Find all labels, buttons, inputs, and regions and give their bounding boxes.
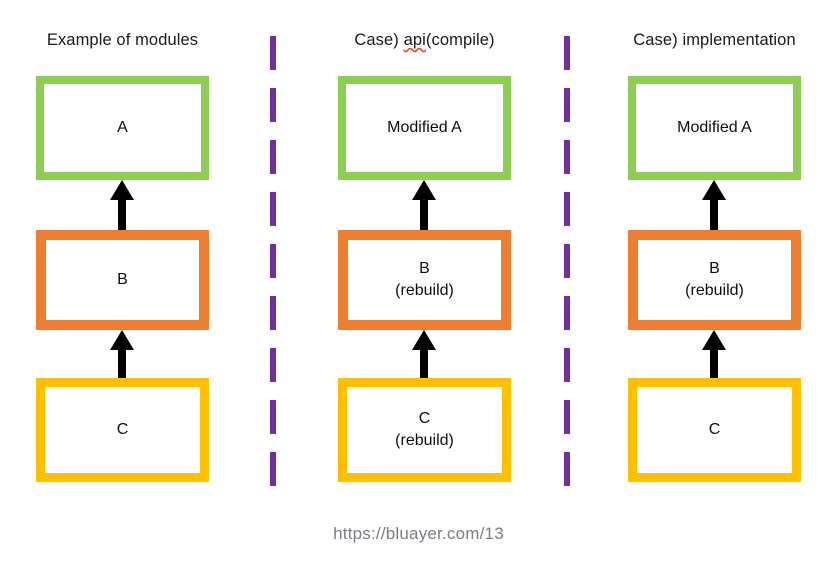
node-label-implementation-a: Modified A	[677, 119, 752, 137]
arrow-api-compile-b-to-a	[410, 180, 438, 232]
divider-1	[270, 36, 276, 486]
node-box-api-compile-b: B (rebuild)	[338, 230, 511, 330]
arrow-example-c-to-b	[108, 330, 136, 382]
arrow-api-compile-c-to-b	[410, 330, 438, 382]
arrow-implementation-c-to-b	[700, 330, 728, 382]
node-label-example-a: A	[117, 119, 128, 137]
column-header-api-compile: Case) api(compile)	[338, 32, 511, 49]
node-box-example-b: B	[36, 230, 209, 330]
arrow-example-b-to-a	[108, 180, 136, 232]
node-box-implementation-c: C	[628, 378, 801, 482]
arrow-implementation-b-to-a	[700, 180, 728, 232]
node-box-api-compile-c: C (rebuild)	[338, 378, 511, 482]
node-label-api-compile-b: B (rebuild)	[395, 260, 454, 299]
column-header-example: Example of modules	[46, 31, 199, 49]
column-header-api-compile-misspelled-word: api	[403, 31, 426, 49]
footer-source-url: https://bluayer.com/13	[333, 524, 504, 543]
node-label-api-compile-a: Modified A	[387, 119, 462, 137]
column-header-implementation: Case) implementation	[633, 31, 796, 49]
column-header-api-compile-suffix: (compile)	[425, 31, 495, 49]
node-label-example-c: C	[116, 421, 129, 439]
divider-2	[564, 36, 570, 486]
node-box-example-c: C	[36, 378, 209, 482]
node-label-implementation-c: C	[708, 421, 721, 439]
node-label-implementation-b: B (rebuild)	[685, 260, 744, 299]
node-box-example-a: A	[36, 76, 209, 180]
node-box-implementation-b: B (rebuild)	[628, 230, 801, 330]
node-label-api-compile-c: C (rebuild)	[395, 410, 454, 449]
node-box-implementation-a: Modified A	[628, 76, 801, 180]
node-label-example-b: B	[117, 271, 128, 289]
column-header-api-compile-prefix: Case)	[354, 31, 404, 49]
node-box-api-compile-a: Modified A	[338, 76, 511, 180]
